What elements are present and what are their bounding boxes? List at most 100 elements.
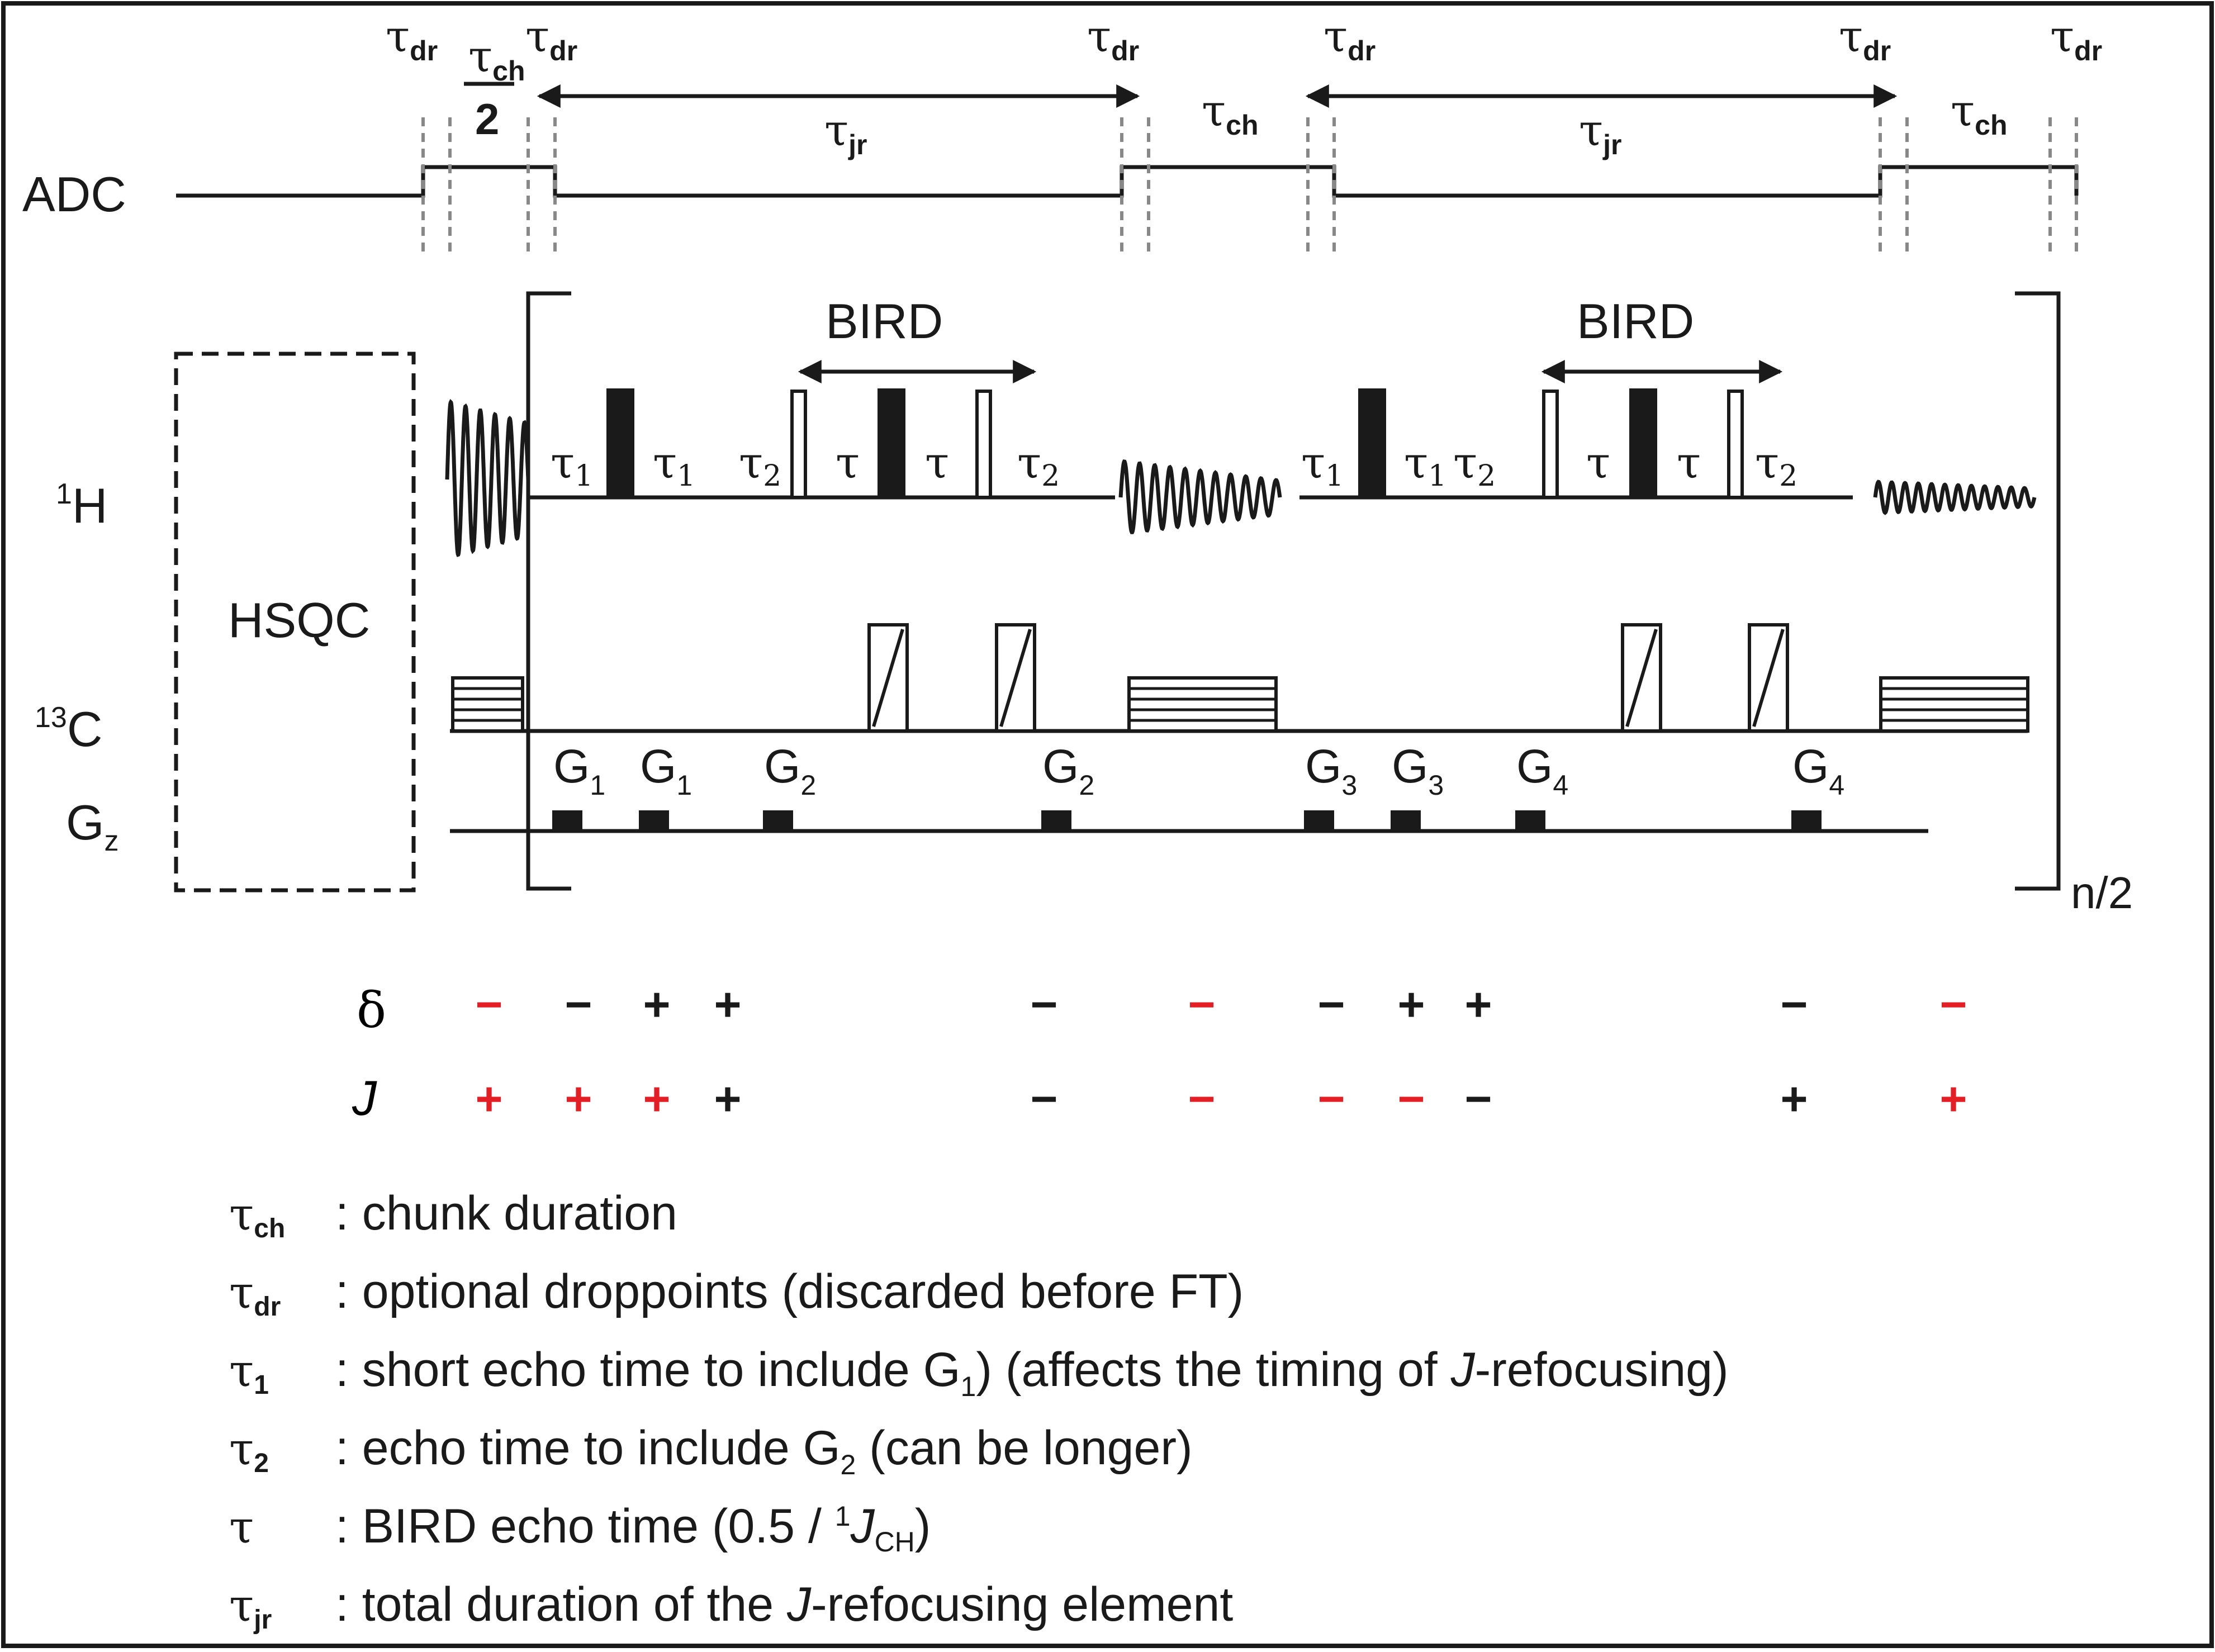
tau-dr-label: τdr: [2050, 12, 2102, 67]
tau-dr-label: τdr: [386, 12, 438, 67]
delta-sign: −: [1780, 978, 1808, 1031]
adc-dashed-markers: [421, 117, 2078, 257]
j-sign: −: [1188, 1072, 1215, 1125]
tau-jr-label: τjr: [824, 106, 867, 160]
legend-symbol: τ: [229, 1501, 254, 1553]
j-sign: +: [714, 1072, 741, 1125]
fid-signal-2: [1118, 459, 1282, 534]
j-sign: +: [1780, 1072, 1808, 1125]
gradient-pulses: G1 G1 G2 G2 G3 G3 G4 G4: [552, 740, 1844, 831]
gradient-label: G3: [1305, 740, 1357, 801]
adiabatic-sweep: [1752, 629, 1785, 727]
delay-label: τ1: [551, 438, 593, 493]
delay-label: τ: [1586, 438, 1610, 488]
tau-dr-label: τdr: [1324, 12, 1376, 67]
tau-ch-label: τch: [1951, 86, 2008, 141]
bird-label: BIRD: [1577, 293, 1694, 349]
j-sign: −: [1397, 1072, 1425, 1125]
c13-channel-label: 13C: [35, 701, 102, 757]
delay-label: τ: [836, 438, 860, 488]
sign-rows: −−++−−−++−−++++−−−−−++: [475, 978, 1967, 1125]
legend-symbol: τ1: [229, 1345, 269, 1400]
gradient-pulse: [1041, 810, 1071, 831]
legend-text: : optional droppoints (discarded before …: [335, 1265, 1244, 1318]
bird-90-pulse: [1727, 390, 1744, 499]
legend-text: : short echo time to include G1) (affect…: [335, 1343, 1729, 1402]
legend-symbol: τdr: [229, 1266, 281, 1322]
h1-180-pulse: [606, 388, 634, 497]
delay-label: τ2: [739, 438, 781, 493]
gradient-pulse: [1791, 810, 1822, 831]
gz-channel-label: Gz: [66, 795, 118, 857]
tau-dr-label: τdr: [525, 12, 577, 67]
delay-label: τ2: [1017, 438, 1060, 493]
gradient-label: G2: [764, 740, 816, 801]
h1-channel-label: 1H: [56, 478, 107, 533]
fraction-denominator: 2: [475, 94, 499, 144]
delta-sign: −: [1939, 978, 1967, 1031]
delta-sign: −: [1030, 978, 1057, 1031]
loop-bracket-right: [2015, 291, 2061, 891]
delta-sign: +: [714, 978, 741, 1031]
delta-sign: +: [643, 978, 670, 1031]
bird-180-pulse: [878, 388, 905, 497]
delta-sign: −: [475, 978, 502, 1031]
delta-sign: −: [1317, 978, 1345, 1031]
legend: τch : chunk duration τdr : optional droppoi…: [229, 1186, 1729, 1635]
tau-dr-label: τdr: [1839, 12, 1891, 67]
legend-symbol: τch: [229, 1188, 285, 1243]
gradient-label: G2: [1042, 740, 1094, 801]
j-sign: +: [643, 1072, 670, 1125]
delay-label: τ1: [1301, 438, 1344, 493]
legend-text: : chunk duration: [335, 1186, 677, 1240]
gradient-label: G1: [553, 740, 605, 801]
delay-label: τ: [925, 438, 949, 488]
gradient-label: G1: [640, 740, 692, 801]
gradient-label: G3: [1392, 740, 1444, 801]
legend-text: : echo time to include G2 (can be longer…: [335, 1421, 1193, 1480]
adiabatic-sweep: [999, 629, 1032, 727]
adiabatic-pulse: [1748, 623, 1789, 733]
adiabatic-sweep: [872, 629, 904, 727]
gradient-label: G4: [1792, 740, 1844, 801]
delay-label: τ1: [653, 438, 695, 493]
delay-label: τ1: [1404, 438, 1446, 493]
j-sign: +: [475, 1072, 502, 1125]
j-sign: −: [1317, 1072, 1345, 1125]
bird-label: BIRD: [826, 293, 943, 349]
delay-label: τ: [1677, 438, 1701, 488]
delta-sign: +: [1397, 978, 1425, 1031]
legend-symbol: τ2: [229, 1423, 269, 1478]
gradient-pulse: [552, 810, 582, 831]
decoupling-block: [451, 676, 524, 733]
bird-90-pulse: [975, 390, 992, 499]
j-sign: +: [565, 1072, 592, 1125]
bird-90-pulse: [790, 390, 807, 499]
decoupling-block: [1879, 676, 2029, 733]
delta-sign: +: [1464, 978, 1492, 1031]
delta-row-label: δ: [357, 981, 386, 1039]
h1-180-pulse: [1358, 388, 1386, 497]
fid-signal-3: [1873, 480, 2037, 515]
c13-decoupling-blocks: [451, 676, 2029, 733]
tau-jr-label: τjr: [1579, 106, 1622, 160]
tau-dr-label: τdr: [1087, 12, 1139, 67]
adc-trace: [176, 165, 2079, 198]
bird-180-pulse: [1629, 388, 1657, 497]
hsqc-label: HSQC: [228, 592, 370, 648]
adc-label: ADC: [22, 167, 126, 222]
bird-90-pulse: [1542, 390, 1559, 499]
delay-label: τ2: [1755, 438, 1797, 493]
adiabatic-sweep: [1625, 629, 1658, 727]
loop-bracket-left: [526, 291, 571, 891]
j-row-label: J: [352, 1070, 377, 1126]
gradient-label: G4: [1516, 740, 1568, 801]
gradient-pulse: [763, 810, 793, 831]
legend-symbol: τjr: [229, 1579, 272, 1635]
tau-ch-label: τch: [1202, 86, 1259, 141]
delay-label: τ2: [1453, 438, 1496, 493]
